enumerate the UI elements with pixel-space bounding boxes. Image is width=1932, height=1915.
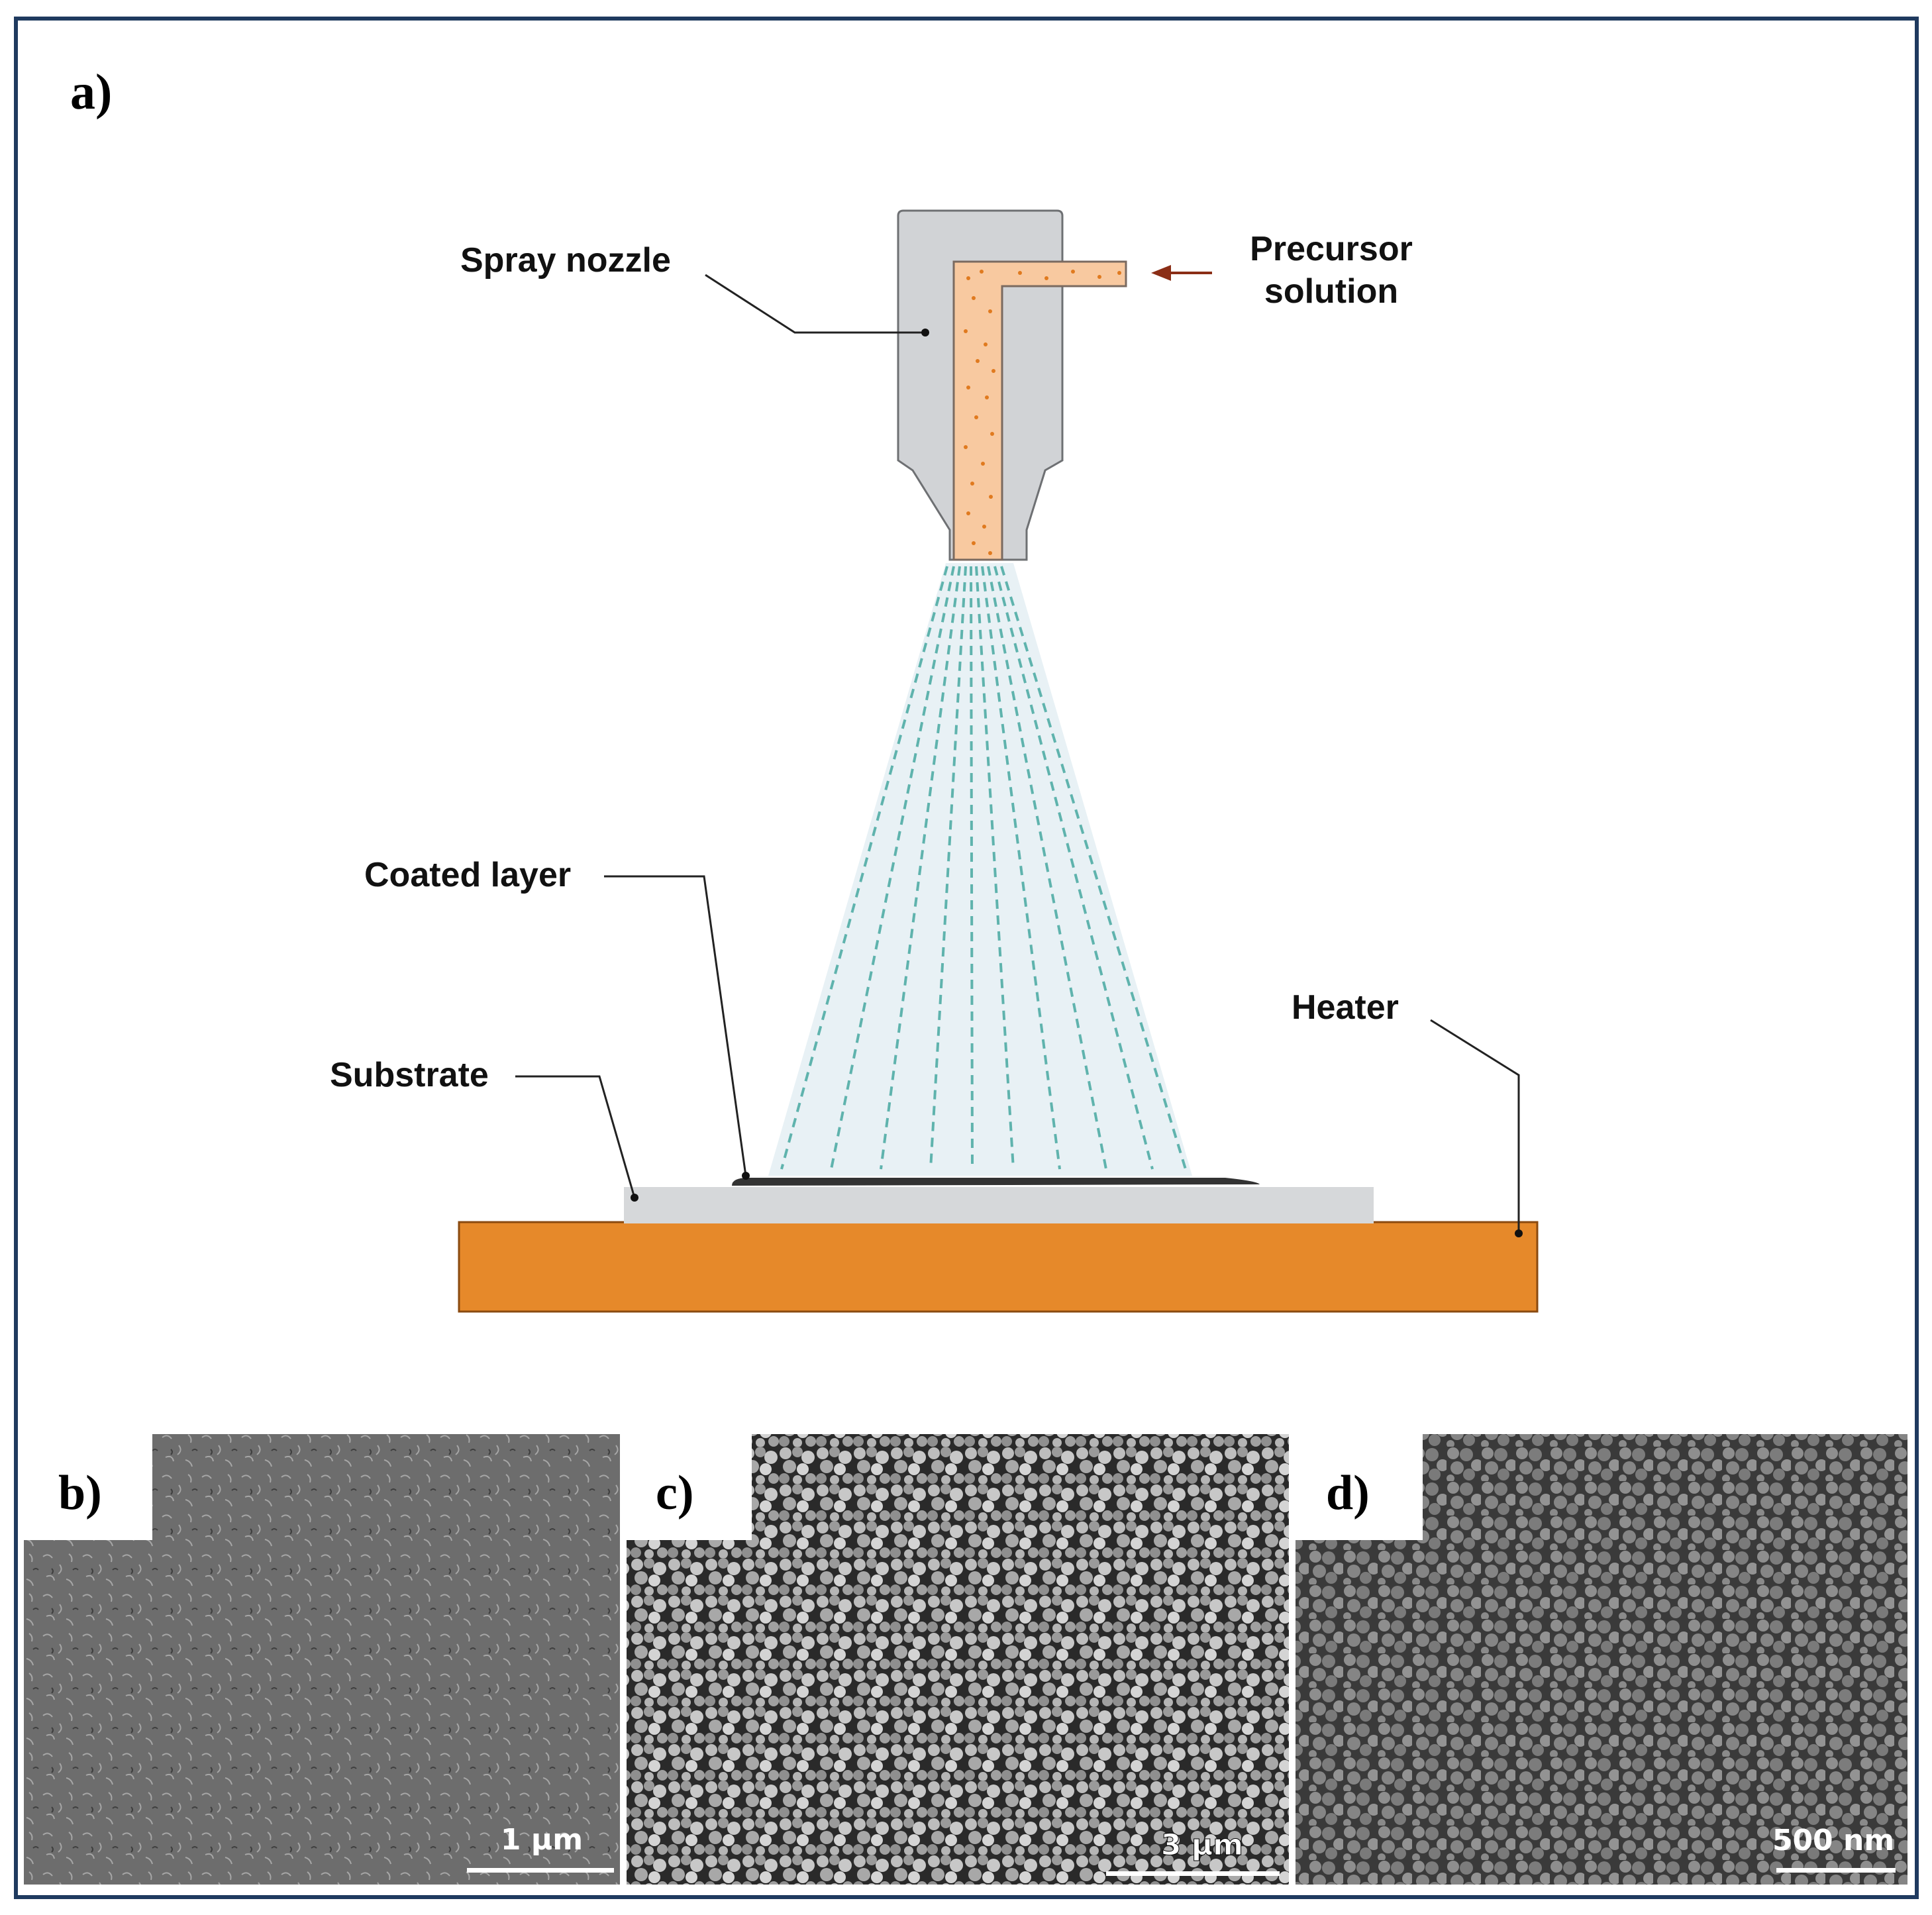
precursor-channel: [952, 260, 1127, 561]
scale-bar-b: [467, 1868, 614, 1873]
panel-a-label: a): [70, 64, 112, 120]
scale-label-d: 500 nm: [1772, 1824, 1894, 1857]
panel-c-label: c): [656, 1466, 694, 1520]
panel-d-label: d): [1326, 1466, 1370, 1520]
scale-bar-c: [1106, 1871, 1280, 1876]
leader-lines: [515, 274, 1520, 1233]
precursor-particles: [964, 270, 1121, 555]
scale-bar-d: [1776, 1868, 1896, 1873]
coated-layer: [732, 1178, 1260, 1186]
sem-panel-b: b) 1 µm: [24, 1434, 620, 1885]
label-coated-layer: Coated layer: [364, 856, 571, 894]
spray-cone: [768, 563, 1192, 1176]
substrate: [624, 1187, 1374, 1223]
label-precursor-line1: Precursor: [1250, 230, 1413, 268]
label-substrate: Substrate: [330, 1056, 489, 1094]
heater: [458, 1221, 1539, 1313]
label-spray-nozzle: Spray nozzle: [460, 241, 671, 280]
label-precursor-line2: solution: [1264, 272, 1398, 311]
precursor-arrow: [1151, 265, 1212, 281]
leader-dots: [631, 329, 1523, 1237]
spray-lines: [780, 566, 1187, 1170]
label-box-b: [24, 1434, 152, 1540]
scale-label-c: 3 µm: [1161, 1828, 1243, 1862]
panel-b-label: b): [58, 1466, 102, 1520]
label-box-c: [627, 1434, 752, 1540]
label-heater: Heater: [1292, 988, 1399, 1027]
sem-panel-d: d) 500 nm: [1296, 1434, 1907, 1885]
sem-panel-c: c) 3 µm: [627, 1434, 1289, 1885]
scale-label-b: 1 µm: [501, 1823, 583, 1857]
label-box-d: [1296, 1434, 1423, 1540]
